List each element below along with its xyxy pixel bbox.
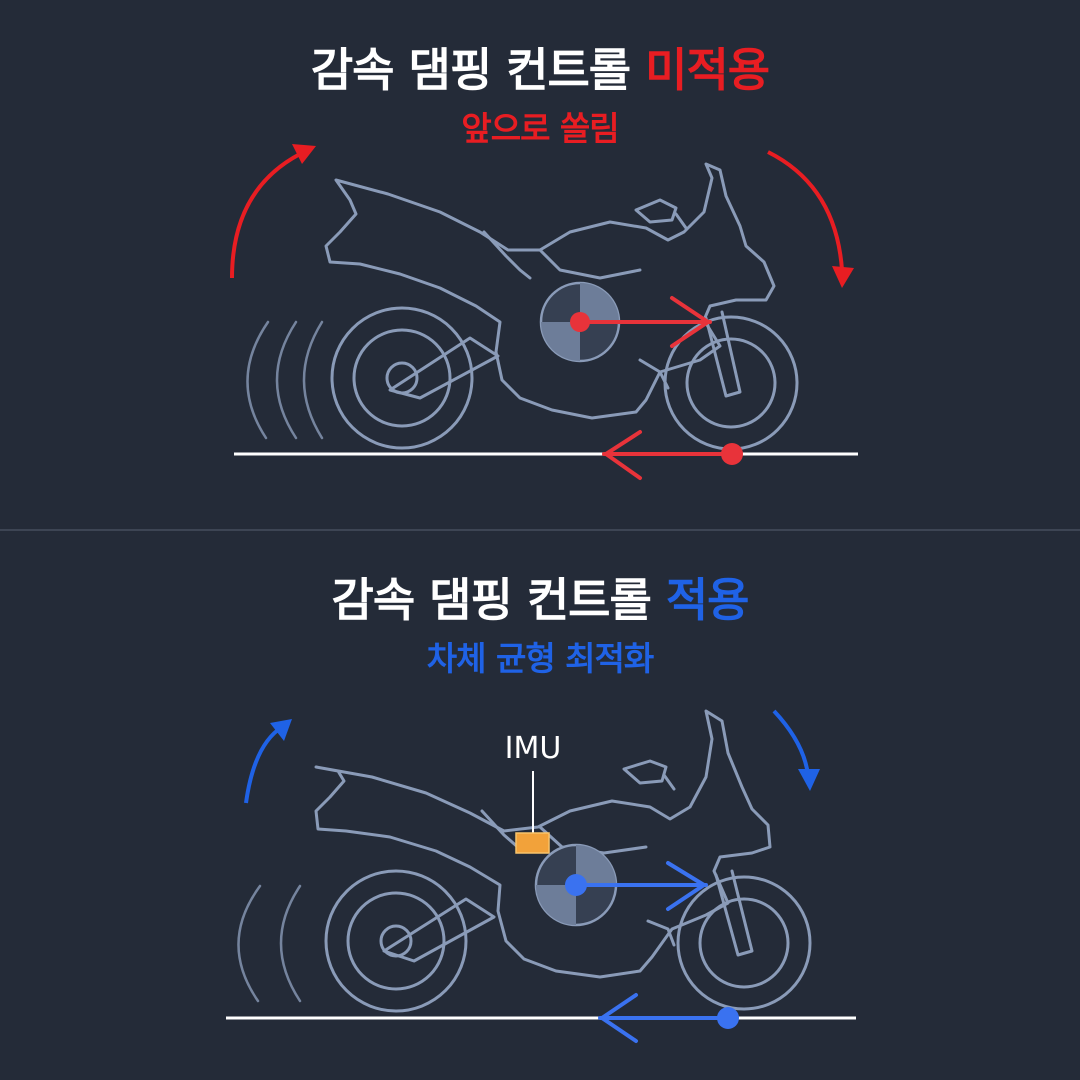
title-prefix: 감속 댐핑 컨트롤 (331, 573, 652, 627)
motorcycle-outline-icon (314, 709, 812, 1013)
pitch-arrow-front (772, 709, 820, 791)
speed-lines (246, 320, 324, 440)
imu-label: IMU (504, 731, 562, 766)
panel-title: 감속 댐핑 컨트롤 적용 (0, 564, 1080, 630)
panel-without-control: 감속 댐핑 컨트롤 미적용 앞으로 쏠림 (0, 0, 1080, 529)
panel-subtitle: 차체 균형 최적화 (426, 639, 655, 678)
motorcycle-outline-icon (324, 162, 799, 451)
inertia-arrow (565, 861, 708, 911)
scene-without-control (230, 144, 858, 480)
panel-divider (0, 529, 1080, 531)
panel-subtitle: 앞으로 쏠림 (461, 109, 619, 148)
title-prefix: 감속 댐핑 컨트롤 (310, 43, 631, 97)
speed-lines (237, 884, 302, 1003)
braking-arrow (602, 430, 743, 480)
braking-arrow (598, 993, 739, 1043)
title-highlight: 미적용 (645, 43, 770, 97)
pitch-arrow-rear (244, 719, 292, 804)
title-highlight: 적용 (665, 573, 750, 627)
inertia-arrow (570, 296, 712, 348)
imu-sensor-icon (515, 832, 550, 854)
scene-with-control (226, 709, 856, 1043)
panel-title: 감속 댐핑 컨트롤 미적용 (0, 34, 1080, 100)
panel-with-control: 감속 댐핑 컨트롤 적용 차체 균형 최적화 IMU (0, 531, 1080, 1080)
pitch-arrow-rear (230, 144, 316, 279)
pitch-arrow-front (767, 150, 854, 288)
